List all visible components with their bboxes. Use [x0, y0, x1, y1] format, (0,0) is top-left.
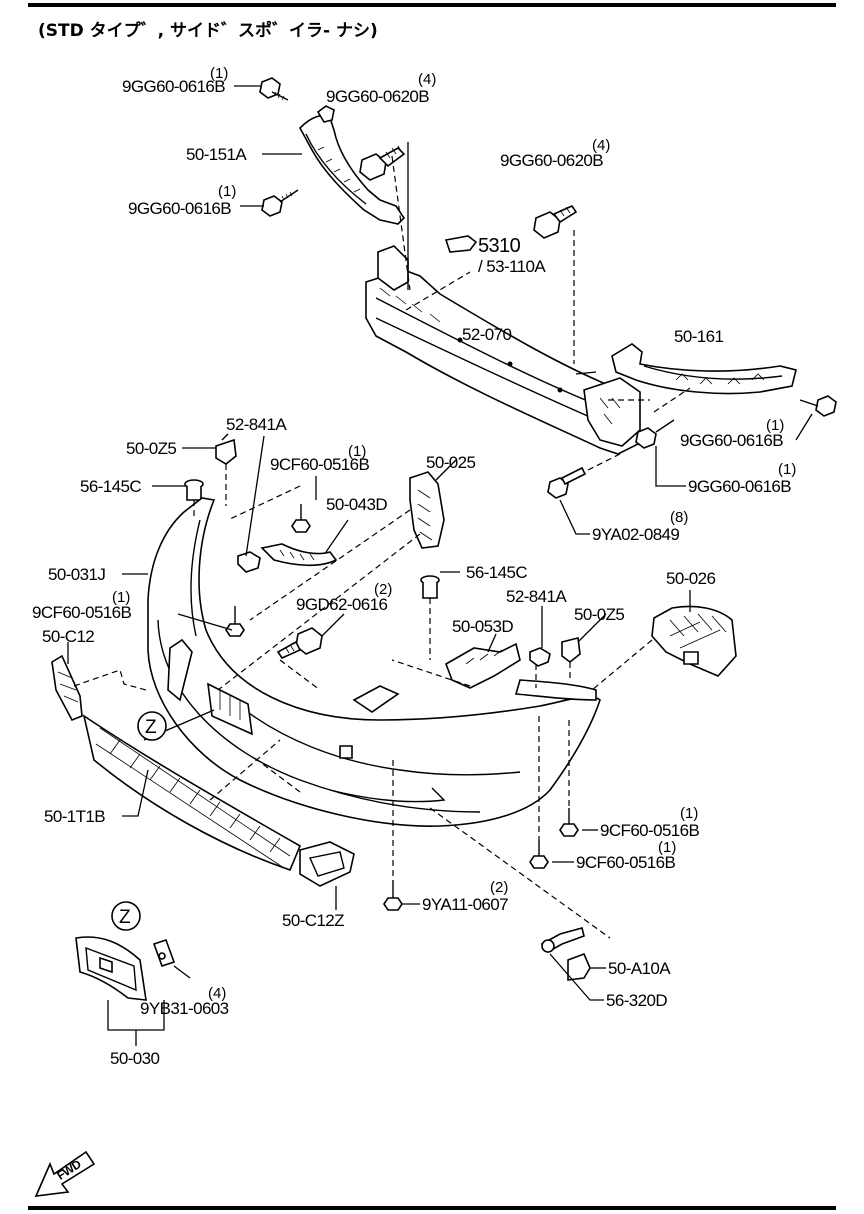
callout-qty: (8) [670, 509, 688, 526]
callout-part: 56-145C [80, 477, 141, 496]
callout-part: 9GG60-0620B [326, 87, 429, 106]
callout-qty: (1) [218, 183, 236, 200]
callout-qty: (1) [348, 443, 366, 460]
bracket-50-025 [409, 471, 445, 549]
cap-50-a10a [567, 952, 591, 981]
callout-part: 50-0Z5 [574, 605, 624, 624]
bolt-9gg60-0616b-d [635, 419, 675, 449]
callout-part: 9YB31-0603 [140, 999, 229, 1018]
bolt-9gg60-0616b-b [261, 189, 299, 217]
bolt-9gg60-0616b-a [259, 77, 289, 101]
bracket-50-043d [260, 543, 338, 567]
callout-part: / 53-110A [478, 257, 546, 276]
callout-qty: (1) [112, 589, 130, 606]
callout-part: 50-030 [110, 1049, 159, 1068]
svg-text:Z: Z [119, 907, 131, 928]
nut-52-841a-a [237, 551, 261, 573]
bolt-9gg60-0620b-a [359, 145, 406, 181]
bumper-reinforcement-52-070 [365, 245, 641, 455]
callout-part: 56-145C [466, 563, 527, 582]
fwd-arrow-icon: FWD [34, 1150, 96, 1197]
callout-part: 50-031J [48, 565, 105, 584]
callout-qty: (4) [592, 137, 610, 154]
pin-56-145c-a [184, 479, 204, 501]
callout-part: 9GD62-0616 [296, 595, 387, 614]
screw-9cf60-0516b-d [529, 840, 549, 869]
callout-qty: (1) [658, 839, 676, 856]
pin-56-145c-b [420, 575, 440, 599]
callout-part: 9YA02-0849 [592, 525, 679, 544]
callout-part: 56-320D [606, 991, 667, 1010]
callout-part: 9GG60-0616B [680, 431, 783, 450]
callout-qty: (1) [778, 461, 796, 478]
bolt-9gg60-0616b-c [799, 395, 837, 417]
diagram-title: (STD タイプ゛, サイド゛スポ゛イラ- ナシ) [38, 20, 378, 41]
fog-bezel-50-c12z [299, 841, 355, 887]
nut-52-841a-b [529, 647, 551, 667]
bolt-9ya02-0849 [547, 466, 587, 499]
callout-part: 9CF60-0516B [600, 821, 700, 840]
screw-9cf60-0516b-a [291, 504, 311, 533]
bracket-50-026 [651, 605, 737, 677]
callout-part: 50-025 [426, 453, 475, 472]
callout-qty: (2) [490, 879, 508, 896]
callout-qty: (4) [208, 985, 226, 1002]
callout-part: 9GG60-0616B [688, 477, 791, 496]
tow-hook-cover-56-320d [540, 927, 585, 954]
callout-part: 52-070 [462, 325, 511, 344]
screw-9cf60-0516b-b [225, 606, 245, 637]
callout-part: 50-026 [666, 569, 715, 588]
part-labels: (1) 9GG60-0616B (4) 9GG60-0620B 50-151A … [32, 65, 796, 1068]
bumper-cover-50-031j [147, 497, 601, 827]
callout-part: 9YA11-0607 [422, 895, 508, 914]
callout-qty: (1) [766, 417, 784, 434]
callout-part: 50-1T1B [44, 807, 105, 826]
callout-part: 5310 [478, 235, 521, 257]
callout-part: 50-C12 [42, 627, 94, 646]
callout-qty: (1) [680, 805, 698, 822]
callout-part: 50-0Z5 [126, 439, 176, 458]
callout-qty: (1) [210, 65, 228, 82]
bolt-9gd62-0616 [276, 627, 323, 660]
callout-part: 50-043D [326, 495, 387, 514]
clip-50-0z5-a [215, 433, 237, 465]
callout-part: 9CF60-0516B [270, 455, 370, 474]
fog-bezel-50-c12 [51, 654, 83, 722]
clip-50-0z5-b [561, 637, 581, 664]
svg-text:Z: Z [145, 717, 157, 738]
callout-part: 9CF60-0516B [576, 853, 676, 872]
detail-ref-z-b: Z [111, 901, 141, 931]
callout-part: 52-841A [506, 587, 567, 606]
callout-qty: (4) [418, 71, 436, 88]
bracket-50-161 [611, 343, 797, 395]
screw-9cf60-0516b-c [559, 808, 579, 837]
pointing-hand-icon [444, 235, 478, 253]
bracket-50-151a [299, 105, 406, 225]
callout-part: 50-C12Z [282, 911, 344, 930]
bracket-50-053d [445, 642, 521, 689]
callout-part: 50-A10A [608, 959, 671, 978]
license-bracket-50-030 [75, 936, 147, 1001]
callout-qty: (2) [374, 581, 392, 598]
bolt-9gg60-0620b-b [533, 204, 578, 239]
callout-part: 9GG60-0616B [122, 77, 225, 96]
detail-ref-z-a: Z [137, 711, 167, 741]
callout-part: 9CF60-0516B [32, 603, 132, 622]
leader-lines [67, 85, 813, 1046]
callout-part: 9GG60-0616B [128, 199, 231, 218]
screw-9yb31-0603 [152, 938, 176, 968]
callout-part: 50-161 [674, 327, 723, 346]
callout-part: 50-151A [186, 145, 247, 164]
callout-part: 9GG60-0620B [500, 151, 603, 170]
callout-part: 50-053D [452, 617, 513, 636]
callout-part: 52-841A [226, 415, 287, 434]
screw-9ya11-0607 [383, 880, 403, 911]
